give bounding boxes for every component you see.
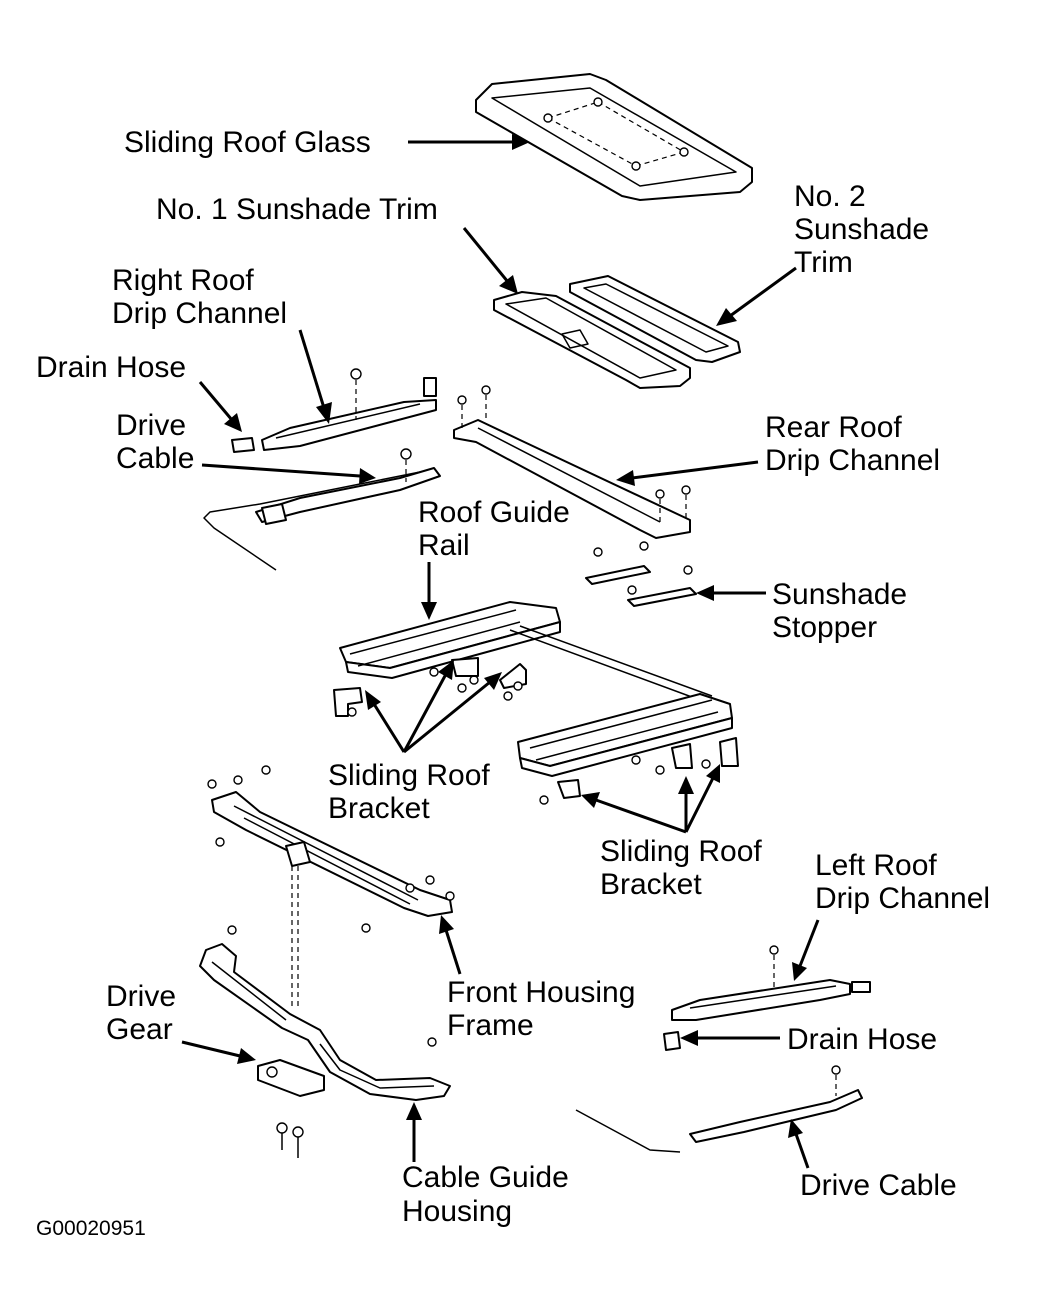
drive-gear-part	[257, 1059, 325, 1158]
drive-cable-lower-part	[575, 1065, 863, 1153]
label-roof-guide-rail: Roof Guide Rail	[418, 496, 578, 562]
label-drive-gear: Drive Gear	[106, 980, 184, 1046]
roof-guide-rail-right-part	[517, 693, 733, 777]
sliding-roof-bracket-right-part	[539, 737, 739, 805]
label-rear-roof-drip-channel: Rear Roof Drip Channel	[765, 411, 940, 477]
leader-lines	[181, 134, 820, 1169]
label-sliding-roof-bracket-right: Sliding Roof Bracket	[600, 835, 770, 901]
label-drain-hose-top: Drain Hose	[36, 351, 186, 384]
sunshade-stopper-part	[585, 541, 697, 607]
label-drain-hose-bottom: Drain Hose	[787, 1023, 937, 1056]
label-sliding-roof-bracket-left: Sliding Roof Bracket	[328, 759, 498, 825]
right-roof-drip-channel-part	[231, 368, 437, 453]
sliding-roof-glass-part	[475, 73, 753, 201]
label-sunshade-stopper: Sunshade Stopper	[772, 578, 915, 644]
label-drive-cable-top: Drive Cable	[116, 409, 194, 475]
rear-roof-drip-channel-part	[453, 385, 691, 539]
label-front-housing-frame: Front Housing Frame	[447, 976, 644, 1042]
no2-sunshade-trim-part	[569, 275, 741, 363]
left-roof-drip-channel-part	[663, 945, 871, 1051]
figure-code: G00020951	[36, 1217, 146, 1240]
roof-guide-rail-part	[339, 601, 713, 701]
label-cable-guide-housing: Cable Guide Housing	[402, 1161, 577, 1228]
label-left-roof-drip-channel: Left Roof Drip Channel	[815, 849, 990, 915]
no1-sunshade-trim-part	[493, 291, 691, 389]
label-no1-sunshade-trim: No. 1 Sunshade Trim	[156, 193, 438, 226]
drive-cable-upper-part	[203, 448, 441, 571]
label-drive-cable-bottom: Drive Cable	[800, 1169, 957, 1202]
front-housing-frame-part	[207, 765, 455, 1010]
label-no2-sunshade-trim: No. 2 Sunshade Trim	[794, 180, 937, 279]
label-right-roof-drip-channel: Right Roof Drip Channel	[112, 264, 287, 330]
sliding-roof-bracket-left-part	[333, 657, 527, 717]
label-sliding-roof-glass: Sliding Roof Glass	[124, 126, 371, 159]
cable-guide-housing-part	[199, 925, 451, 1101]
